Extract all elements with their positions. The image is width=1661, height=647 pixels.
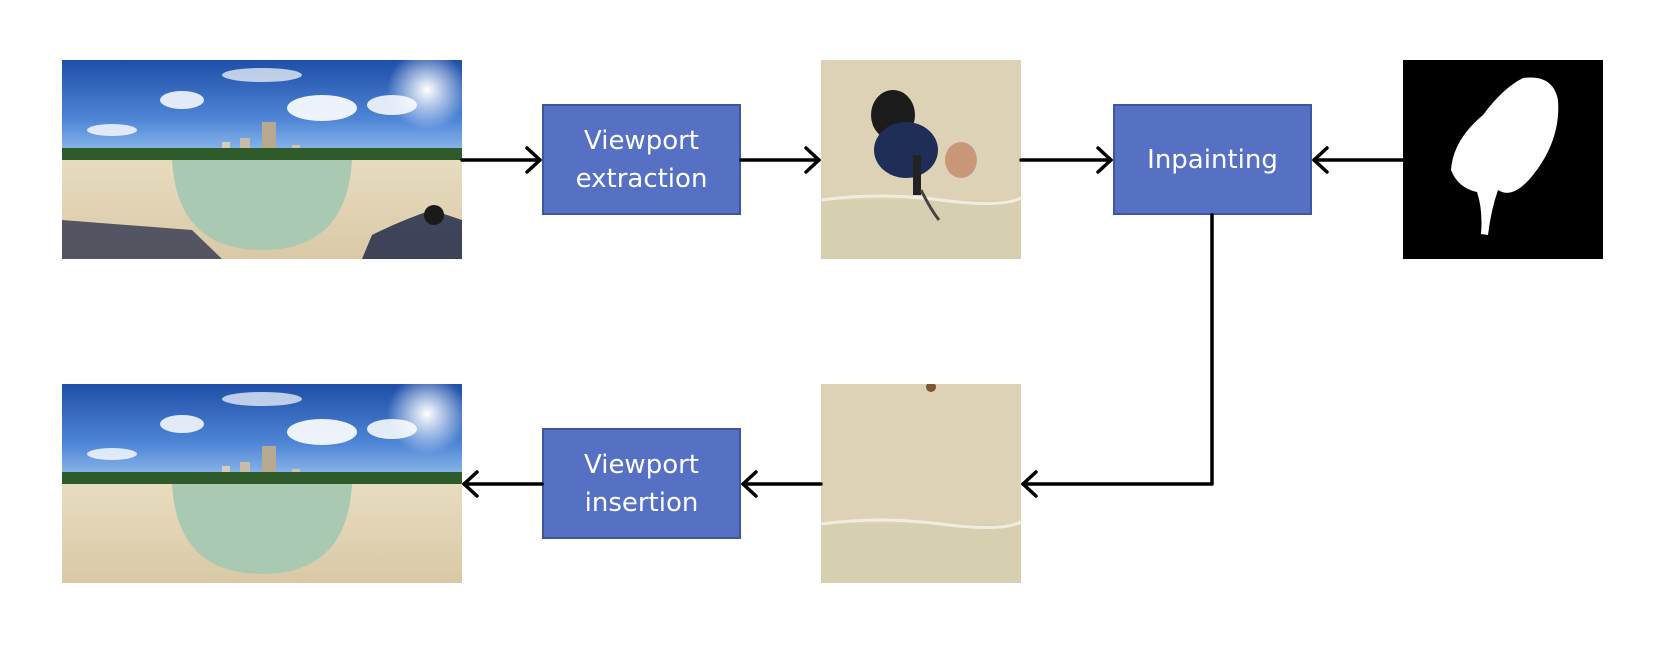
- extracted-viewport-image: [821, 60, 1021, 259]
- arrow-inpainted-viewport-to-insertion: [741, 470, 823, 498]
- viewport-insertion-line1: Viewport: [584, 449, 699, 480]
- viewport-extraction-line2: extraction: [575, 163, 708, 194]
- viewport-insertion-box: Viewport insertion: [542, 428, 741, 539]
- mask-image: [1403, 60, 1603, 259]
- arrow-panorama-to-extraction: [460, 146, 542, 174]
- viewport-insertion-line2: insertion: [584, 487, 699, 518]
- arrow-viewport-to-inpainting: [1019, 146, 1113, 174]
- input-panorama-image: [62, 60, 462, 259]
- arrow-mask-to-inpainting: [1312, 146, 1405, 174]
- arrow-insertion-to-output-panorama: [462, 470, 544, 498]
- arrow-extraction-to-viewport: [739, 146, 821, 174]
- inpainting-box: Inpainting: [1113, 104, 1312, 215]
- arrow-inpainting-to-inpainted-viewport: [1021, 213, 1214, 498]
- output-panorama-image: [62, 384, 462, 583]
- inpainted-viewport-image: [821, 384, 1021, 583]
- inpainting-label: Inpainting: [1147, 144, 1278, 175]
- viewport-extraction-line1: Viewport: [584, 125, 699, 156]
